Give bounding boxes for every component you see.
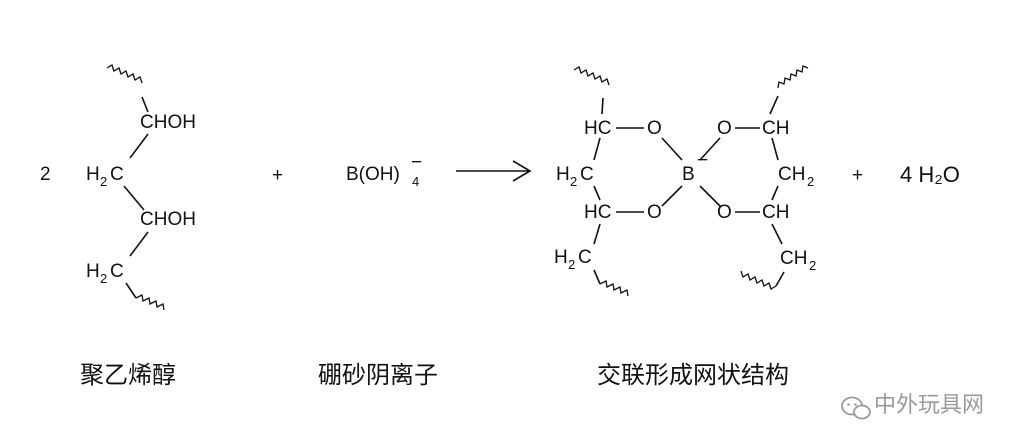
water-product: 4 H₂O	[900, 162, 960, 187]
product-wavy-bottom-right	[740, 270, 777, 290]
product-ch-bottom-right: CH	[762, 202, 789, 223]
product-ch2-lower-right-sub: 2	[809, 258, 816, 273]
crosslinked-product: HC O O CH H 2 C B − CH 2 HC O O CH H 2	[554, 65, 816, 297]
pva-wavy-top	[106, 64, 143, 84]
product-bond-tr	[769, 95, 779, 115]
pva-ch2-mid-c: C	[110, 164, 124, 185]
product-hc-top-left: HC	[584, 118, 611, 139]
product-hc-bottom-left: HC	[584, 202, 611, 223]
borate-subscript: 4	[412, 174, 419, 189]
product-h2c-mid-left-h: H	[556, 164, 570, 185]
product-h2c-lower-left-h: H	[554, 247, 568, 268]
wechat-icon	[841, 396, 871, 420]
pva-ch2-mid-sub: 2	[100, 174, 107, 189]
pva-bond-5	[125, 282, 137, 299]
product-ch-top-right: CH	[762, 118, 789, 139]
borate-anion: B(OH) 4 −	[346, 152, 422, 189]
pva-coefficient: 2	[40, 164, 51, 185]
product-bond-ring-l2	[593, 185, 601, 201]
pva-ch2-bottom-c: C	[110, 261, 124, 282]
product-bond-lower-r	[771, 223, 783, 245]
product-bond-ring-r2	[771, 185, 779, 201]
product-bond-o-b-tr	[699, 137, 721, 161]
pva-ch2-bottom-sub: 2	[100, 271, 107, 286]
product-h2c-lower-left-sub: 2	[568, 257, 575, 272]
caption-borate: 硼砂阴离子	[318, 361, 438, 389]
plus-sign-2: +	[852, 165, 863, 186]
watermark-text: 中外玩具网	[874, 393, 984, 418]
product-wavy-top-right	[777, 65, 809, 89]
reaction-arrow	[456, 160, 532, 182]
pva-bond-3	[123, 185, 145, 211]
watermark: 中外玩具网	[841, 393, 984, 420]
caption-product: 交联形成网状结构	[597, 361, 789, 389]
plus-sign-1: +	[272, 165, 283, 186]
pva-structure: 2 CHOH H 2 C CHOH H 2 C	[40, 64, 196, 311]
product-bond-o-b-tl	[661, 137, 683, 161]
product-bond-o-b-br	[699, 185, 721, 207]
product-ch2-mid-right: CH	[778, 164, 805, 185]
product-wavy-bottom-left	[599, 280, 629, 297]
product-wavy-top-left	[573, 66, 610, 86]
pva-bond-1	[141, 96, 149, 113]
product-bond-ring-l1	[593, 137, 601, 161]
product-bond-lower-l	[593, 223, 601, 245]
pva-ch2-mid-h: H	[86, 164, 100, 185]
product-boron-charge: −	[697, 150, 708, 171]
product-h2c-mid-left-sub: 2	[570, 174, 577, 189]
pva-choh-top: CHOH	[140, 112, 196, 133]
product-o-bottom-right: O	[717, 202, 732, 223]
product-ch2-lower-right: CH	[780, 248, 807, 269]
product-h2c-mid-left-c: C	[580, 164, 594, 185]
product-o-top-left: O	[647, 118, 662, 139]
product-ch2-mid-right-sub: 2	[807, 174, 814, 189]
product-bond-lower-r2	[775, 271, 785, 287]
product-h2c-lower-left-c: C	[578, 247, 592, 268]
product-bond-ring-r1	[771, 137, 779, 161]
product-boron: B	[682, 164, 695, 185]
caption-pva: 聚乙烯醇	[80, 361, 176, 389]
pva-ch2-bottom-h: H	[86, 261, 100, 282]
pva-bond-2	[129, 133, 149, 159]
pva-choh-bottom: CHOH	[140, 209, 196, 230]
product-o-top-right: O	[717, 118, 732, 139]
product-bond-o-b-bl	[661, 185, 683, 207]
product-o-bottom-left: O	[647, 202, 662, 223]
pva-wavy-bottom	[135, 294, 165, 311]
pva-bond-4	[129, 231, 149, 257]
product-bond-tl	[601, 97, 604, 115]
borate-formula: B(OH)	[346, 164, 400, 185]
borate-charge: −	[411, 152, 422, 173]
product-bond-lower-l2	[593, 269, 601, 285]
